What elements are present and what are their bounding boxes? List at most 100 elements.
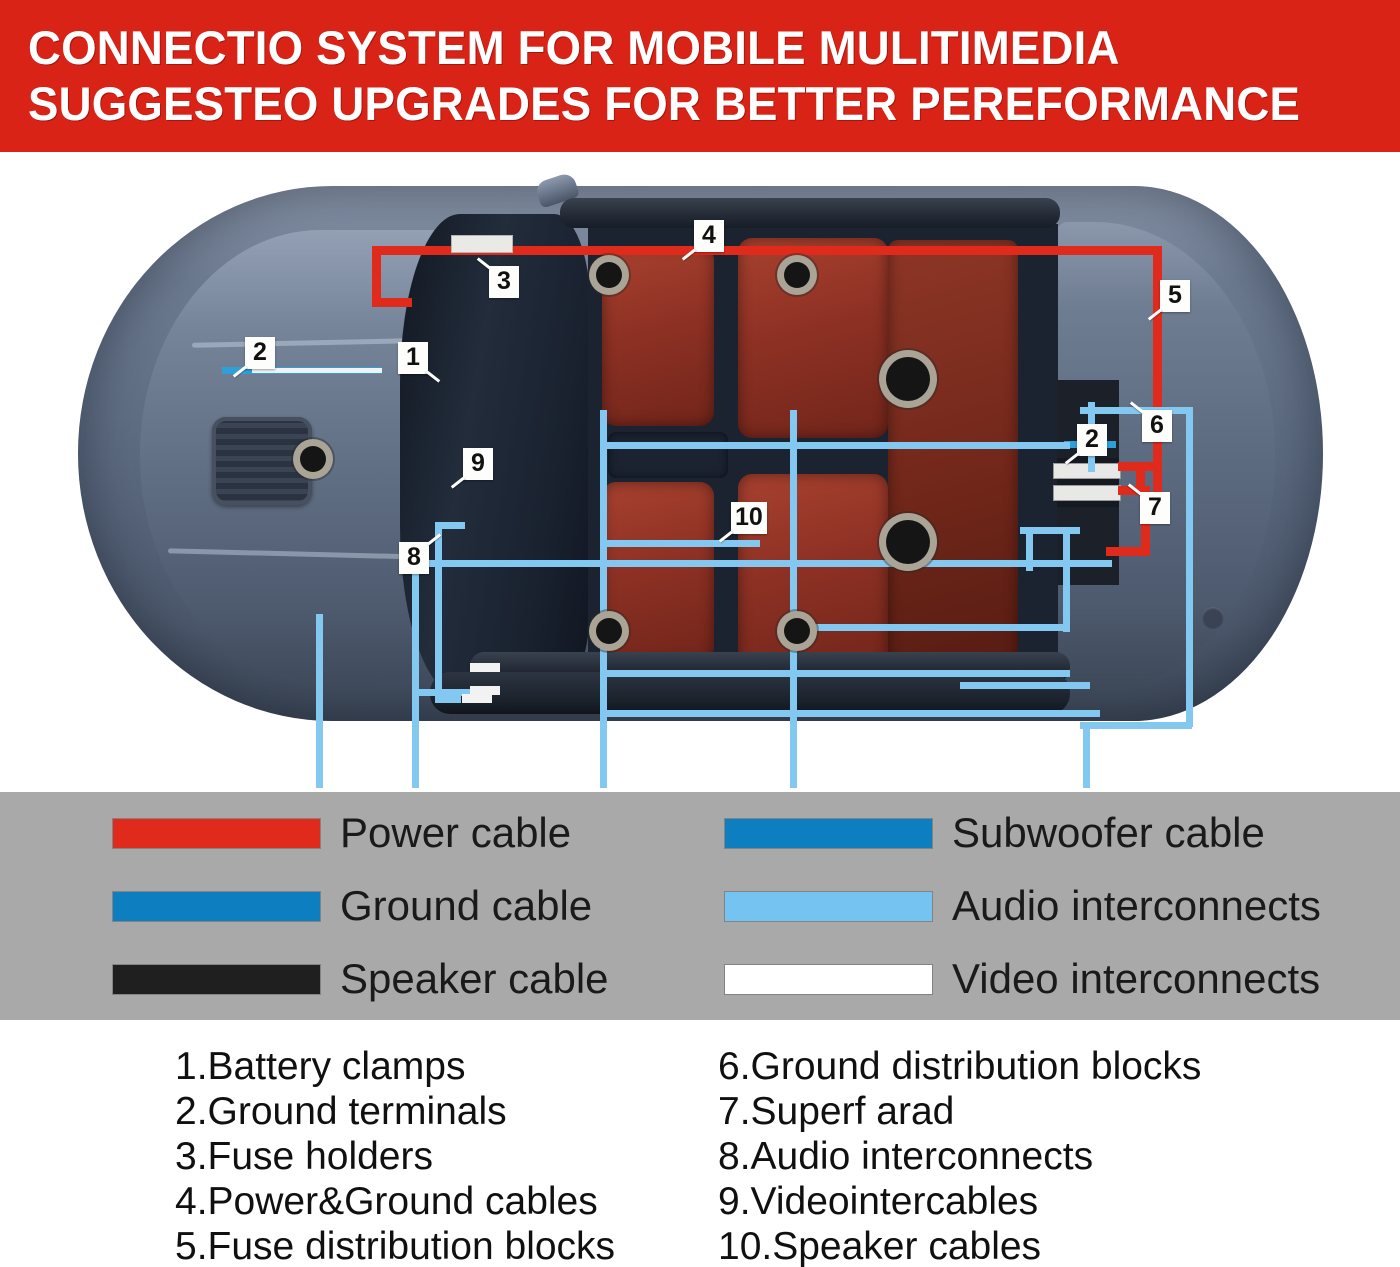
legend-label-audio-interconnects: Audio interconnects xyxy=(952,882,1321,929)
list-item-number: 1. xyxy=(175,1045,208,1088)
hood-vent xyxy=(212,417,312,505)
swatch-video-interconnects xyxy=(725,964,932,994)
callout-label: 1 xyxy=(406,343,420,371)
power-cable-rear-drop xyxy=(1153,246,1162,511)
callout-8: 8 xyxy=(399,533,442,574)
callout-label: 7 xyxy=(1148,493,1162,521)
legend-label-subwoofer-cable: Subwoofer cable xyxy=(952,809,1265,856)
legend-item-power-cable: Power cable xyxy=(0,811,700,855)
list-item-label: Fuse distribution blocks xyxy=(207,1225,616,1267)
legend-label-video-interconnects: Video interconnects xyxy=(952,955,1321,1002)
audio-run-mid-long xyxy=(412,560,1112,567)
legend-label-power-cable: Power cable xyxy=(340,809,572,856)
seat-rear-left xyxy=(738,238,888,438)
callout-label: 4 xyxy=(702,221,716,249)
speaker-run-row-3 xyxy=(600,710,1100,717)
speaker-front-left xyxy=(596,262,622,288)
speaker-run-left-vert xyxy=(316,614,323,788)
list-item-label: Battery clamps xyxy=(207,1045,466,1088)
callout-5: 5 xyxy=(1147,280,1190,321)
audio-run-stub xyxy=(412,689,472,696)
list-item-label: Videointercables xyxy=(750,1180,1039,1223)
power-cable-amp-feed xyxy=(1106,547,1150,556)
list-item: 5. Fuse distribution blocks xyxy=(175,1224,700,1267)
component-list-left: 1. Battery clamps 2. Ground terminals 3.… xyxy=(0,1044,700,1267)
fuse-holder xyxy=(452,236,512,252)
callout-1: 1 xyxy=(398,342,441,383)
car-wiring-diagram: 1 2 3 4 5 6 7 8 xyxy=(0,152,1400,788)
callout-3: 3 xyxy=(476,257,519,298)
door-sill-top xyxy=(560,198,1060,228)
video-interconnect-stub-2 xyxy=(470,663,500,672)
list-item-number: 2. xyxy=(175,1090,208,1133)
subwoofer-lower xyxy=(886,520,930,564)
callout-label: 5 xyxy=(1168,281,1182,309)
speaker-rear-right xyxy=(784,618,810,644)
speaker-run-col-d xyxy=(1026,527,1033,571)
video-run-bottom-stub xyxy=(435,696,461,703)
video-interconnect-stub-1 xyxy=(462,694,492,703)
legend-label-speaker-cable: Speaker cable xyxy=(340,955,609,1002)
legend-item-audio-interconnects: Audio interconnects xyxy=(700,884,1400,928)
legend-column-right: Subwoofer cable Audio interconnects Vide… xyxy=(700,811,1400,1001)
callout-2-front: 2 xyxy=(232,337,275,378)
list-item-label: Ground distribution blocks xyxy=(750,1045,1202,1088)
legend-item-video-interconnects: Video interconnects xyxy=(700,957,1400,1001)
power-cable-top-run xyxy=(372,246,1162,255)
callout-label: 9 xyxy=(471,449,485,477)
component-list: 1. Battery clamps 2. Ground terminals 3.… xyxy=(0,1020,1400,1267)
list-item-number: 6. xyxy=(718,1045,751,1088)
speaker-run-col-c xyxy=(1063,532,1070,632)
speaker-rear-left xyxy=(596,618,622,644)
swatch-audio-interconnects xyxy=(725,891,932,921)
callout-10: 10 xyxy=(718,502,767,543)
ground-terminal-lead xyxy=(252,368,382,373)
ground-dist-loop-top xyxy=(1080,407,1192,414)
list-item-label: Fuse holders xyxy=(207,1135,433,1178)
component-list-right: 6. Ground distribution blocks 7. Superf … xyxy=(700,1044,1400,1267)
list-item: 1. Battery clamps xyxy=(175,1044,700,1089)
legend-item-subwoofer-cable: Subwoofer cable xyxy=(700,811,1400,855)
list-item-label: Speaker cables xyxy=(772,1225,1042,1267)
speaker-run-row-1 xyxy=(600,442,1070,449)
swatch-speaker-cable xyxy=(113,964,320,994)
list-item-number: 9. xyxy=(718,1180,751,1223)
list-item: 10. Speaker cables xyxy=(718,1224,1400,1267)
power-cable-front-drop xyxy=(372,246,381,306)
legend-item-speaker-cable: Speaker cable xyxy=(0,957,700,1001)
list-item-number: 10. xyxy=(718,1225,773,1267)
legend-column-left: Power cable Ground cable Speaker cable xyxy=(0,811,700,1001)
power-cable-battery-stub xyxy=(372,298,412,307)
list-item-label: Power&Ground cables xyxy=(207,1180,598,1223)
list-item-number: 8. xyxy=(718,1135,751,1178)
video-run-top-stub xyxy=(435,522,465,529)
callout-label: 10 xyxy=(735,503,763,531)
ground-dist-loop-right xyxy=(1186,407,1193,727)
speaker-hood xyxy=(300,446,326,472)
list-item-number: 4. xyxy=(175,1180,208,1223)
speaker-run-row-4 xyxy=(600,540,760,547)
distribution-block-upper xyxy=(1054,464,1120,478)
speaker-front-right xyxy=(784,262,810,288)
callout-6: 6 xyxy=(1129,401,1172,442)
rear-bench xyxy=(888,240,1018,670)
legend-label-ground-cable: Ground cable xyxy=(340,882,593,929)
swatch-ground-cable xyxy=(113,891,320,921)
power-cable-dist-link xyxy=(1136,462,1145,494)
video-interconnect-stub-3 xyxy=(470,686,500,695)
header-banner: CONNECTIO SYSTEM FOR MOBILE MULITIMEDIA … xyxy=(0,0,1400,152)
callout-2-rear: 2 xyxy=(1064,424,1107,465)
list-item-label: Superf arad xyxy=(750,1090,955,1133)
speaker-run-row-7 xyxy=(960,682,1090,689)
cable-legend: Power cable Ground cable Speaker cable S… xyxy=(0,792,1400,1020)
list-item-label: Audio interconnects xyxy=(750,1135,1094,1178)
list-item: 6. Ground distribution blocks xyxy=(718,1044,1400,1089)
callout-label: 2 xyxy=(253,338,267,366)
banner-line-2: SUGGESTEO UPGRADES FOR BETTER PEREFORMAN… xyxy=(28,77,1301,130)
list-item: 3. Fuse holders xyxy=(175,1134,700,1179)
list-item: 2. Ground terminals xyxy=(175,1089,700,1134)
ground-dist-loop-bottom xyxy=(1080,722,1192,729)
distribution-block-lower xyxy=(1054,486,1120,500)
swatch-subwoofer-cable xyxy=(725,818,932,848)
